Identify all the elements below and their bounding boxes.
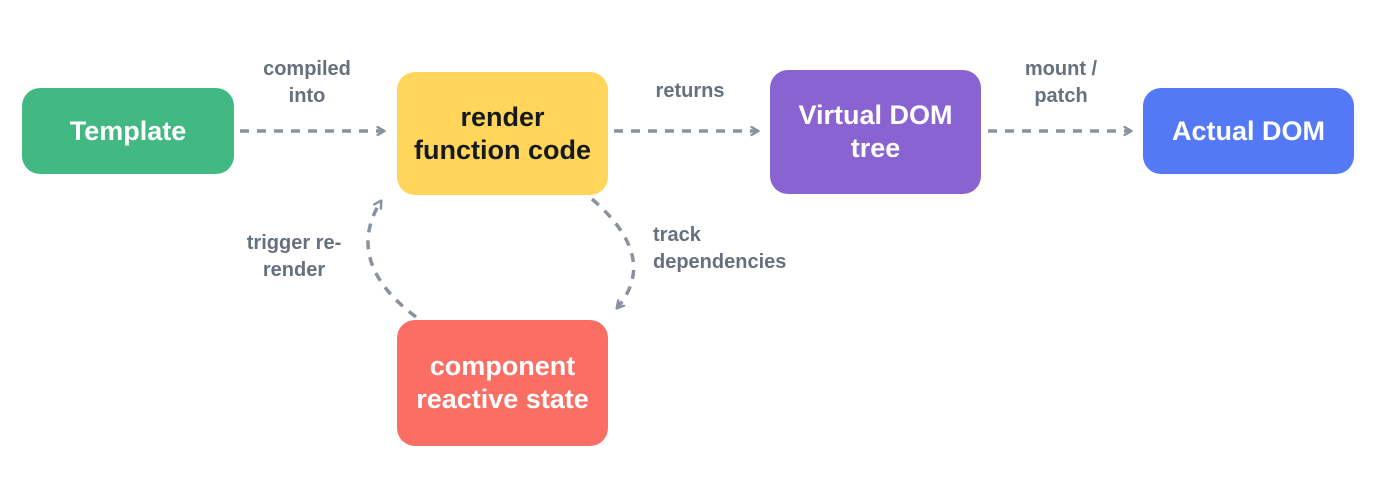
node-template: Template [22,88,234,174]
node-actual-dom-label: Actual DOM [1171,115,1325,146]
edge-label-mount-patch: mount / patch [1024,58,1098,107]
arrow-track-dependencies [590,197,636,308]
node-component-reactive-state: component reactive state [397,320,608,446]
edge-label-returns: returns [655,80,725,102]
node-actual-dom: Actual DOM [1143,88,1354,174]
node-virtual-dom-tree-label: Virtual DOM tree [798,100,953,163]
node-render-function-code-label: render function code [414,101,591,165]
node-virtual-dom-tree: Virtual DOM tree [770,70,981,194]
arrow-trigger-rerender [366,201,418,319]
node-render-function-code: render function code [397,72,608,195]
edge-label-track-dependencies: track dependencies [653,224,787,273]
edge-label-compiled-into: compiled into [263,58,351,107]
edge-label-trigger-rerender: trigger re-render [246,232,342,281]
node-component-reactive-state-label: component reactive state [416,351,589,414]
node-template-label: Template [69,115,187,146]
